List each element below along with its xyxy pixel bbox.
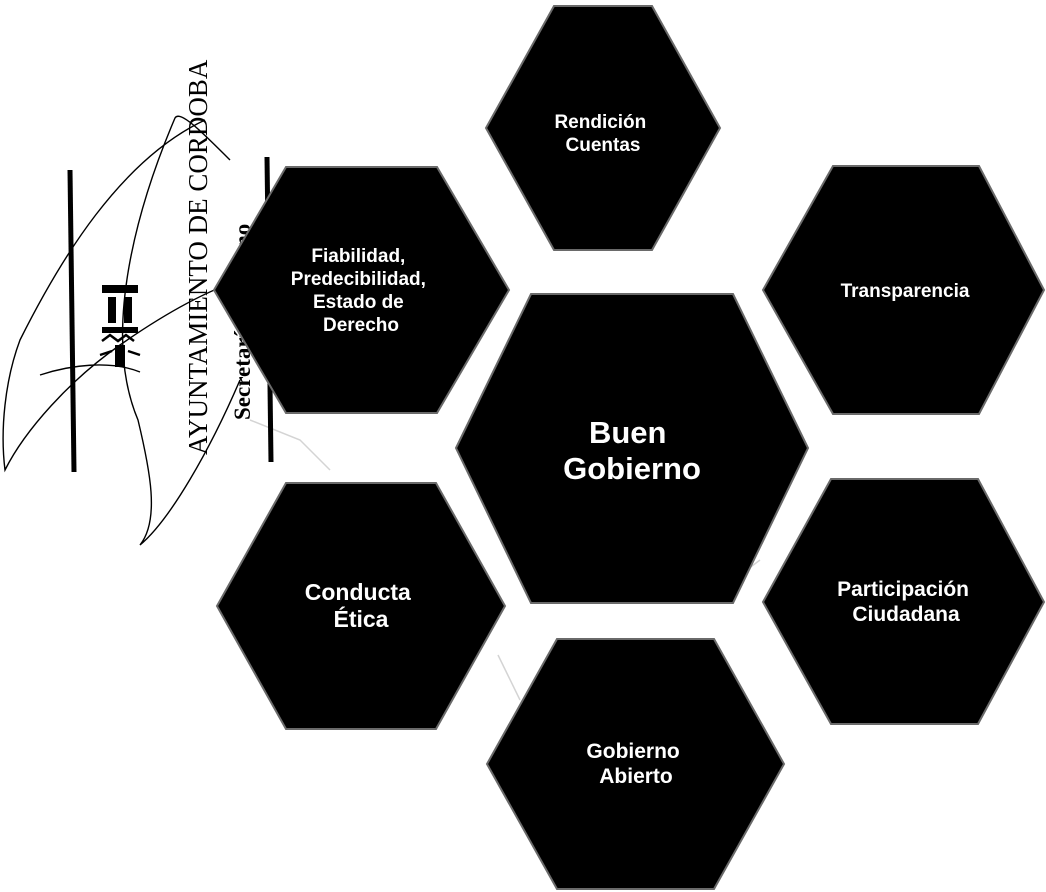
hex-participacion-line-2: Ciudadana — [852, 603, 960, 626]
hex-fiabilidad-line-2: Predecibilidad, — [291, 269, 426, 290]
hex-conducta: Conducta Ética — [215, 482, 507, 730]
hex-center-line-1: Buen — [589, 415, 667, 450]
hex-rendicion-line-2: Cuentas — [566, 135, 641, 156]
stamp-left-bar — [67, 169, 77, 473]
stamp-signature-curve-3 — [39, 364, 141, 376]
hex-conducta-label: Conducta Ética — [305, 579, 417, 632]
hex-center-line-2: Gobierno — [563, 451, 701, 486]
hex-gobierno-abierto: Gobierno Abierto — [485, 638, 786, 890]
hex-gobierno-abierto-line-1: Gobierno — [586, 740, 679, 763]
hex-center: Buen Gobierno — [454, 293, 810, 604]
hex-rendicion-line-1: Rendición — [554, 112, 646, 133]
hex-fiabilidad-line-1: Fiabilidad, — [311, 246, 405, 267]
hex-transparencia-label: Transparencia — [841, 281, 970, 302]
hex-fiabilidad: Fiabilidad, Predecibilidad, Estado de De… — [212, 166, 511, 414]
stamp-signature-curve-2 — [121, 115, 241, 546]
hex-participacion-line-1: Participación — [837, 578, 969, 601]
hex-participacion-label: Participación Ciudadana — [837, 578, 975, 626]
hex-rendicion: Rendición Cuentas — [484, 5, 722, 251]
hex-rendicion-label: Rendición Cuentas — [554, 112, 651, 156]
hex-conducta-line-1: Conducta — [305, 579, 411, 605]
official-stamp: AYUNTAMIENTO DE CORDOBA Secretaría del P… — [2, 59, 274, 546]
hex-center-label: Buen Gobierno — [563, 415, 701, 486]
hex-fiabilidad-line-4: Derecho — [323, 315, 399, 336]
stamp-signature-curve-1 — [2, 119, 241, 473]
coat-of-arms-icon — [99, 285, 141, 367]
stamp-org-text: AYUNTAMIENTO DE CORDOBA — [183, 59, 213, 455]
hex-participacion: Participación Ciudadana — [761, 478, 1046, 725]
hex-gobierno-abierto-line-2: Abierto — [599, 765, 673, 788]
hex-conducta-line-2: Ética — [334, 605, 389, 632]
hex-fiabilidad-line-3: Estado de — [313, 292, 404, 313]
hex-gobierno-abierto-label: Gobierno Abierto — [586, 740, 685, 788]
hex-transparencia: Transparencia — [761, 165, 1046, 415]
hex-fiabilidad-label: Fiabilidad, Predecibilidad, Estado de De… — [291, 246, 431, 336]
